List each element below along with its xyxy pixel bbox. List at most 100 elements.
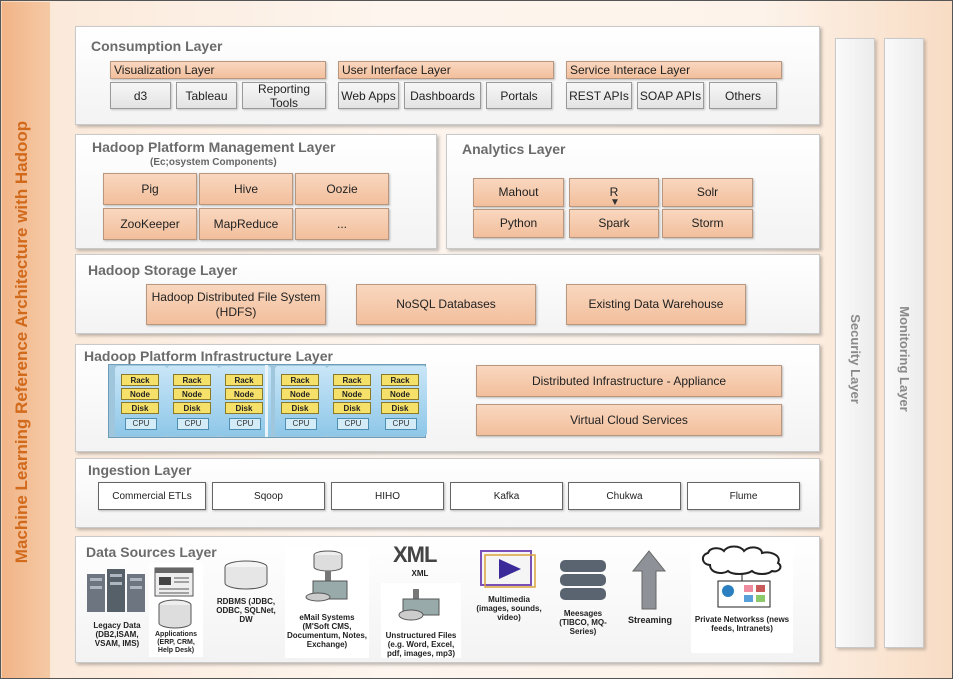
server-unit-label: Rack xyxy=(381,374,419,386)
commercial-etls-box: Commercial ETLs xyxy=(98,482,206,510)
server-unit-label: Rack xyxy=(333,374,371,386)
analytics-layer-title: Analytics Layer xyxy=(462,141,566,157)
more-components-box: ... xyxy=(295,208,389,240)
server-unit-label: Disk xyxy=(173,402,211,414)
server-unit-label: Node xyxy=(281,388,319,400)
server-unit-label: Disk xyxy=(281,402,319,414)
server-unit-label: Node xyxy=(333,388,371,400)
storage-layer-title: Hadoop Storage Layer xyxy=(88,262,238,278)
legacy-data-label: Legacy Data (DB2,ISAM, VSAM, IMS) xyxy=(93,621,141,648)
distributed-infrastructure-box: Distributed Infrastructure - Appliance xyxy=(476,365,782,397)
title-bar: Machine Learning Reference Architecture … xyxy=(2,2,50,678)
file-server-icon xyxy=(398,589,440,621)
server-unit-label: Rack xyxy=(225,374,263,386)
service-interface-layer-header: Service Interace Layer xyxy=(566,61,782,79)
chukwa-box: Chukwa xyxy=(568,482,681,510)
streaming-arrow-icon xyxy=(631,550,667,610)
email-systems-label: eMail Systems (M'Soft CMS, Documentum, N… xyxy=(286,613,367,649)
streaming-label: Streaming xyxy=(627,615,672,625)
hdfs-box: Hadoop Distributed File System (HDFS) xyxy=(146,284,326,325)
server-cpu-label: CPU xyxy=(385,418,417,430)
server-cpu-label: CPU xyxy=(229,418,261,430)
private-networks-label: Private Networkss (news feeds, Intranets… xyxy=(694,615,790,633)
monitoring-layer-label: Monitoring Layer xyxy=(897,306,912,412)
ingestion-layer-title: Ingestion Layer xyxy=(88,462,192,478)
email-systems-source: eMail Systems (M'Soft CMS, Documentum, N… xyxy=(285,546,369,658)
r-label: R xyxy=(609,185,619,199)
portals-box: Portals xyxy=(486,82,552,109)
diagram-title: Machine Learning Reference Architecture … xyxy=(12,120,31,564)
server-unit-label: Disk xyxy=(381,402,419,414)
kafka-box: Kafka xyxy=(450,482,563,510)
consumption-layer-title: Consumption Layer xyxy=(91,38,223,54)
email-server-icon xyxy=(305,550,348,602)
server-unit-label: Disk xyxy=(121,402,159,414)
datasources-layer-title: Data Sources Layer xyxy=(86,544,217,560)
d3-box: d3 xyxy=(110,82,171,109)
private-networks-source: Private Networkss (news feeds, Intranets… xyxy=(691,543,793,653)
xml-logo-text: XML xyxy=(393,542,437,567)
storm-box: Storm xyxy=(662,209,753,238)
server-unit-label: Rack xyxy=(281,374,319,386)
database-cylinder-icon xyxy=(158,599,192,629)
server-unit-label: Disk xyxy=(225,402,263,414)
pig-box: Pig xyxy=(103,173,197,205)
server-unit-label: Rack xyxy=(173,374,211,386)
dashboards-box: Dashboards xyxy=(404,82,481,109)
hive-box: Hive xyxy=(199,173,293,205)
server-unit-label: Node xyxy=(225,388,263,400)
oozie-box: Oozie xyxy=(295,173,389,205)
hiho-box: HIHO xyxy=(331,482,444,510)
application-window-icon xyxy=(154,567,194,597)
web-apps-box: Web Apps xyxy=(338,82,399,109)
monitoring-layer: Monitoring Layer xyxy=(884,38,924,648)
arrow-down-icon: ▼ xyxy=(610,197,620,208)
others-box: Others xyxy=(709,82,777,109)
server-tower-icon xyxy=(87,569,145,612)
applications-source: Applications (ERP, CRM, Help Desk) xyxy=(149,563,203,657)
server-unit-label: Disk xyxy=(333,402,371,414)
applications-label: Applications (ERP, CRM, Help Desk) xyxy=(154,631,197,654)
infrastructure-layer-title: Hadoop Platform Infrastructure Layer xyxy=(84,348,333,364)
flume-box: Flume xyxy=(687,482,800,510)
server-group-divider xyxy=(265,365,268,437)
reporting-tools-box: Reporting Tools xyxy=(242,82,326,110)
cloud-network-icon xyxy=(702,545,782,608)
server-unit-label: Node xyxy=(121,388,159,400)
server-cpu-label: CPU xyxy=(285,418,317,430)
message-queue-icon xyxy=(560,560,606,600)
unstructured-files-label: Unstructured Files (e.g. Word, Excel, pd… xyxy=(385,631,457,658)
server-unit-label: Node xyxy=(173,388,211,400)
user-interface-layer-header: User Interface Layer xyxy=(338,61,554,79)
tableau-box: Tableau xyxy=(176,82,237,109)
server-unit-label: Rack xyxy=(121,374,159,386)
sqoop-box: Sqoop xyxy=(212,482,325,510)
nosql-databases-box: NoSQL Databases xyxy=(356,284,536,325)
messages-label: Meesages (TIBCO, MQ-Series) xyxy=(559,609,607,636)
mahout-box: Mahout xyxy=(473,178,564,207)
virtual-cloud-services-box: Virtual Cloud Services xyxy=(476,404,782,436)
server-cpu-label: CPU xyxy=(177,418,209,430)
xml-label: XML xyxy=(411,569,429,578)
solr-box: Solr xyxy=(662,178,753,207)
rest-apis-box: REST APIs xyxy=(566,82,632,109)
database-cylinder-icon xyxy=(224,560,268,590)
unstructured-files-source: Unstructured Files (e.g. Word, Excel, pd… xyxy=(381,583,461,658)
management-layer-title: Hadoop Platform Management Layer xyxy=(92,139,336,155)
mapreduce-box: MapReduce xyxy=(199,208,293,240)
multimedia-label: Multimedia (images, sounds, video) xyxy=(476,595,542,622)
visualization-layer-header: Visualization Layer xyxy=(110,61,326,79)
python-box: Python xyxy=(473,209,564,238)
existing-data-warehouse-box: Existing Data Warehouse xyxy=(566,284,746,325)
rdbms-label: RDBMS (JDBC, ODBC, SQLNet, DW xyxy=(216,597,276,624)
server-cpu-label: CPU xyxy=(337,418,369,430)
security-layer: Security Layer xyxy=(835,38,875,648)
